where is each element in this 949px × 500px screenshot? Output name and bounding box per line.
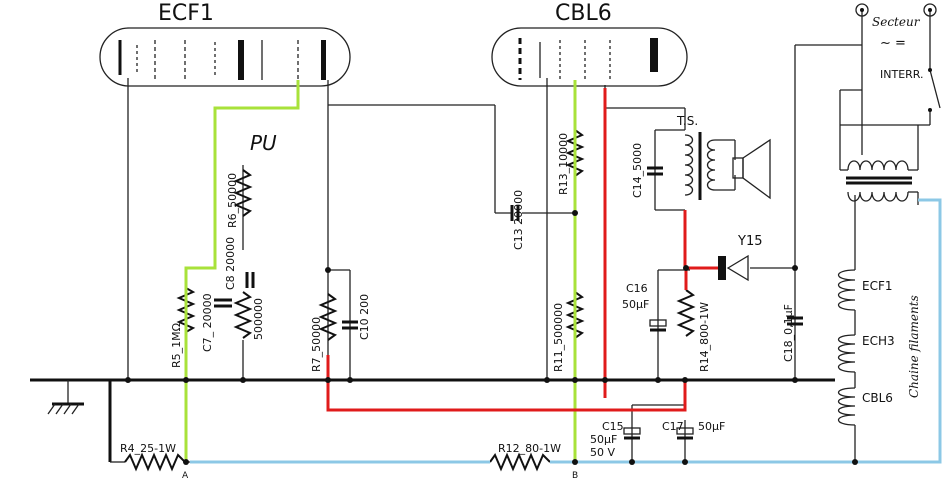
r13-label: R13_10000 [557,133,570,195]
r4-label: R4_25-1W [120,442,176,455]
interr-label: INTERR. [880,68,924,81]
r5-label: R5_1MΩ [170,323,183,368]
c15-value-label: 50µF [590,433,617,446]
resistors [124,129,696,472]
c10-label: C10 200 [358,294,371,340]
blue-trace [190,198,942,464]
r12-label: R12_80-1W [498,442,561,455]
r14-resistor [676,289,696,337]
mains-transformer [839,125,919,205]
junctions [125,210,858,465]
ts-label: T.S. [676,114,698,128]
ech3-filament [837,334,856,373]
filament-ecf1-label: ECF1 [862,279,893,293]
ecf1-tube: ECF1 [99,1,351,87]
capacitors [214,166,803,440]
mains-input: Secteur ~ = INTERR. [855,3,941,112]
r14-label: R14_800-1W [698,302,711,372]
c17-label: C17 [662,420,684,433]
ecf1-label: ECF1 [158,1,214,26]
cbl6-tube: CBL6 [491,1,688,87]
c15-label: C15 [602,420,624,433]
filament-chain: ECF1 ECH3 CBL6 Chaine filaments [837,269,921,426]
r7-resistor [318,293,338,341]
c8-label: C8 20000 [224,237,237,290]
r5-resistor [176,287,196,333]
c13-label: C13 20000 [512,190,525,250]
r7-label: R7_50000 [310,317,323,372]
secteur-label: Secteur [872,15,921,29]
ecf1-filament [837,269,856,311]
c16-value-label: 50µF [622,298,649,311]
c16-label: C16 [626,282,648,295]
node-a-label: A [182,471,189,481]
y15-label: Y15 [737,234,762,249]
c18-label: C18_0,1µF [782,304,795,362]
pot-label: 500000 [252,298,265,340]
black-wiring [30,10,931,463]
c17-value-label: 50µF [698,420,725,433]
pot-resistor [233,291,253,339]
y15-rectifier: Y15 [718,234,762,282]
r6-resistor [233,169,253,217]
chaine-filaments-label: Chaine filaments [907,295,921,398]
r6-label: R6_50000 [226,173,239,228]
c15-voltage-label: 50 V [590,446,615,459]
mains-symbol: ~ = [880,36,906,51]
c7-label: C7_ 20000 [201,293,214,352]
green-trace [184,80,577,462]
node-b-label: B [572,471,578,481]
output-transformer: T.S. [676,114,771,200]
component-labels: R5_1MΩ C7_ 20000 R6_50000 PU C8 20000 50… [120,131,795,481]
filament-cbl6-label: CBL6 [862,391,893,405]
r12-resistor [489,452,551,472]
r11-resistor [565,291,585,339]
filament-ech3-label: ECH3 [862,334,895,348]
cbl6-filament [837,387,856,426]
r11-label: R11_500000 [552,303,565,372]
cbl6-label: CBL6 [555,1,612,26]
pu-label: PU [250,131,277,155]
r4-resistor [124,452,186,472]
c14-label: C14_5000 [631,143,644,198]
r13-resistor [565,129,585,177]
